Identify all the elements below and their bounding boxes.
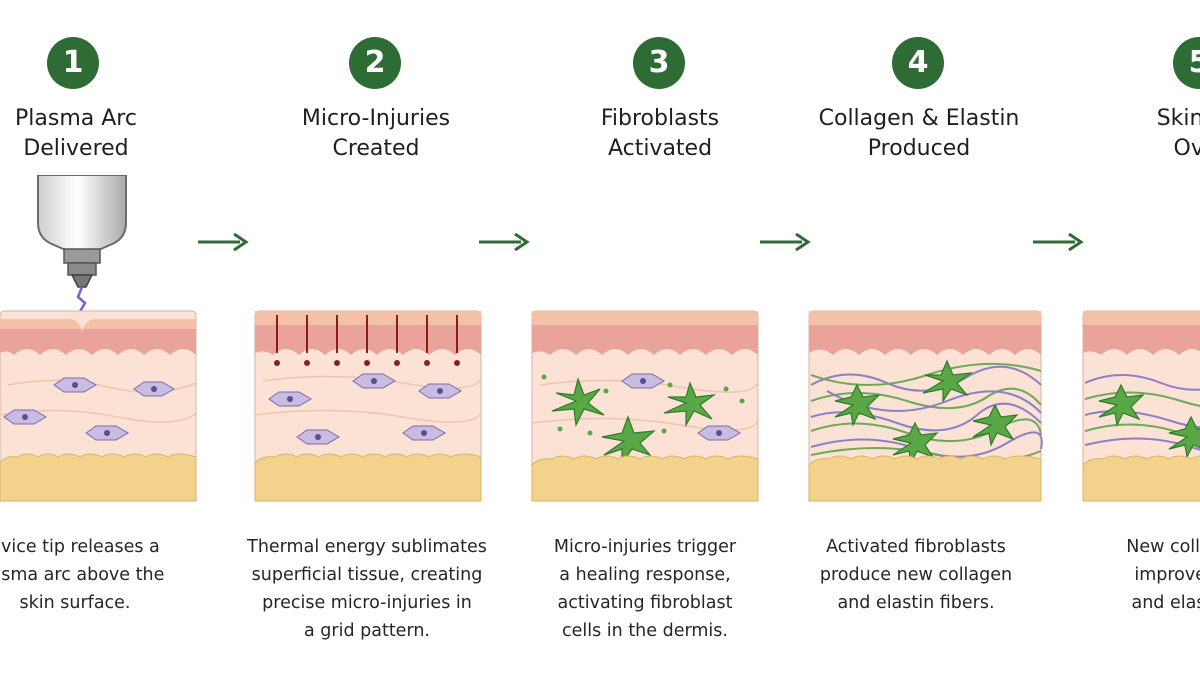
step-number-badge: 3 bbox=[633, 37, 685, 89]
step-title: Collagen & Elastin Produced bbox=[818, 106, 1020, 161]
step-title: Skin Tig Over bbox=[1156, 106, 1200, 161]
step-description: Activated fibroblasts produce new collag… bbox=[819, 537, 1013, 613]
arrow-right-icon bbox=[1033, 232, 1084, 252]
skin-cross-section bbox=[1082, 310, 1200, 502]
step-description: New collagen improve ski and elasticit bbox=[1126, 537, 1200, 613]
step-title: Fibroblasts Activated bbox=[600, 106, 720, 161]
step-number-badge: 5 bbox=[1173, 37, 1200, 89]
step-number-badge: 4 bbox=[892, 37, 944, 89]
step-title: Plasma Arc Delivered bbox=[15, 106, 137, 161]
step-description: Micro-injuries trigger a healing respons… bbox=[553, 537, 737, 641]
step-number-badge: 2 bbox=[349, 37, 401, 89]
step-title: Micro-Injuries Created bbox=[301, 106, 451, 161]
step-4: 4 Collagen & Elastin Produced Activated … bbox=[806, 0, 1056, 675]
arrow-right-icon bbox=[760, 232, 811, 252]
step-5: 5 Skin Tig Over New collagen improve ski… bbox=[1080, 0, 1200, 675]
step-description: Thermal energy sublimates superficial ti… bbox=[247, 537, 487, 641]
skin-cross-section bbox=[531, 310, 759, 502]
step-2: 2 Micro-Injuries Created Thermal energy … bbox=[247, 0, 500, 675]
skin-cross-section bbox=[254, 310, 482, 502]
step-number-badge: 1 bbox=[47, 37, 99, 89]
skin-cross-section bbox=[0, 310, 197, 502]
arrow-right-icon bbox=[479, 232, 530, 252]
arrow-right-icon bbox=[198, 232, 249, 252]
step-description: evice tip releases a lasma arc above the… bbox=[0, 537, 165, 613]
step-1: 1 Plasma Arc Delivered evice tip release… bbox=[0, 0, 250, 675]
skin-cross-section bbox=[808, 310, 1043, 502]
step-3: 3 Fibroblasts Activated Micro-injuries t… bbox=[530, 0, 780, 675]
